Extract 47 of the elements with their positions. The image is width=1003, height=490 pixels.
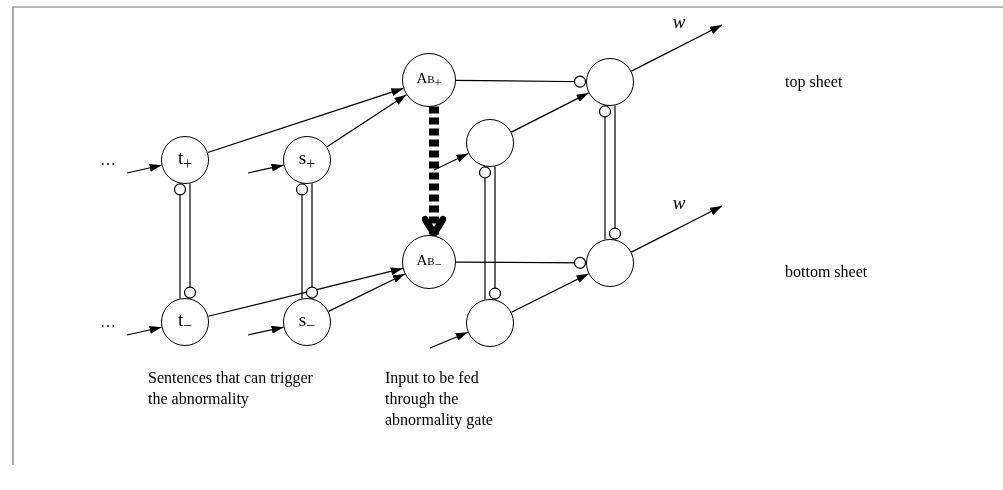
inhibitory-connector xyxy=(478,165,492,301)
node-label: Ab$_{+}$ xyxy=(416,70,442,90)
caption-text: Sentences that can trigger the abnormality xyxy=(148,368,314,410)
dashed-arrow xyxy=(421,106,447,237)
arrow xyxy=(126,163,163,174)
node-circle xyxy=(283,136,331,184)
node-label: t$_{+}$ xyxy=(177,148,193,172)
node-circle xyxy=(466,299,514,347)
node-circle xyxy=(161,298,209,346)
node-circle xyxy=(402,53,456,107)
node-circle xyxy=(283,298,331,346)
arrow xyxy=(433,152,469,171)
arrow xyxy=(247,325,285,336)
inhibitory-connector xyxy=(173,182,187,300)
arrow xyxy=(630,24,723,72)
inhibitory-connector xyxy=(598,104,612,241)
node-label: s$_{+}$ xyxy=(298,148,316,172)
node-circle xyxy=(161,136,209,184)
inhibitory-connector xyxy=(455,256,587,269)
caption-text: Input to be fed through the abnormality gate xyxy=(385,368,494,431)
arrow xyxy=(327,273,406,312)
arrow xyxy=(510,92,590,133)
arrow xyxy=(510,273,590,313)
arrow xyxy=(326,94,408,148)
arrow xyxy=(207,87,404,154)
arrow xyxy=(429,331,469,349)
ellipsis: … xyxy=(100,312,120,332)
inhibitory-connector xyxy=(305,182,319,300)
arrow xyxy=(207,267,404,317)
inhibitory-connector xyxy=(295,182,309,300)
node-label: Ab$_{−}$ xyxy=(416,252,442,272)
node-label: s$_{−}$ xyxy=(298,310,316,334)
node-circle xyxy=(402,235,456,289)
ellipsis: … xyxy=(100,150,120,170)
arrow xyxy=(126,325,163,336)
node-circle xyxy=(466,119,514,167)
sheet-label: bottom sheet xyxy=(785,262,868,282)
inhibitory-connector xyxy=(608,104,622,241)
node-label: t$_{−}$ xyxy=(177,310,193,334)
arrow xyxy=(247,163,285,174)
node-circle xyxy=(586,239,634,287)
sheet-label: top sheet xyxy=(785,72,843,93)
node-circle xyxy=(586,58,634,106)
arrow xyxy=(630,205,723,253)
inhibitory-connector xyxy=(183,182,197,300)
inhibitory-connector xyxy=(455,75,587,88)
inhibitory-connector xyxy=(488,165,502,301)
